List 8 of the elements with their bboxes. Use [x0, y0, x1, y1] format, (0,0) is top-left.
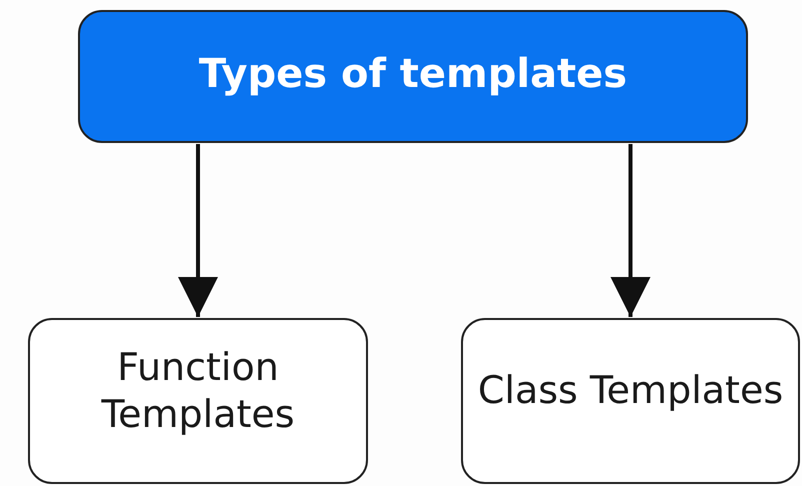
title-text: Types of templates: [198, 50, 628, 98]
category-box: [461, 318, 800, 484]
arrow: [178, 144, 218, 317]
category-box: [28, 318, 368, 484]
header-box: [78, 10, 748, 143]
box-label: Class Templates: [478, 367, 784, 414]
arrow: [610, 144, 650, 317]
box-label: Function Templates: [100, 344, 296, 438]
